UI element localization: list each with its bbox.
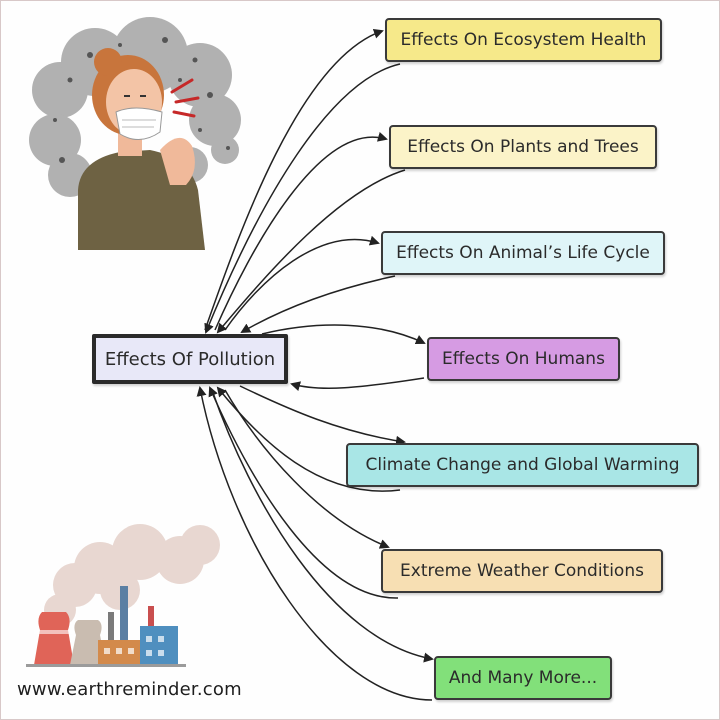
arrow-from-animals [240, 275, 396, 334]
arrow-from-ecosystem [204, 63, 401, 334]
arrow-from-humans [290, 377, 425, 392]
arrow-to-ecosystem [204, 28, 384, 331]
effect-node-plants-and-trees: Effects On Plants and Trees [389, 125, 657, 169]
effect-node-extreme-weather: Extreme Weather Conditions [381, 549, 663, 593]
factory-smoke-icon [26, 524, 220, 667]
arrow-from-weather [208, 386, 399, 599]
center-node-effects-of-pollution: Effects Of Pollution [92, 334, 288, 384]
person-coughing-in-smog-icon [29, 17, 241, 250]
effect-node-ecosystem-health: Effects On Ecosystem Health [385, 18, 662, 62]
arrow-from-plants [216, 169, 406, 334]
arrow-to-humans [261, 324, 426, 345]
arrow-to-plants [214, 131, 388, 331]
footer-website-url[interactable]: www.earthreminder.com [17, 679, 242, 700]
effect-node-humans: Effects On Humans [427, 337, 620, 381]
arrow-to-more [211, 389, 434, 663]
arrow-from-climate [216, 386, 401, 492]
arrow-to-weather [224, 389, 390, 549]
effect-node-and-many-more: And Many More... [434, 656, 612, 700]
arrow-to-animals [224, 235, 380, 331]
effect-node-climate-change: Climate Change and Global Warming [346, 443, 699, 487]
arrow-from-more [196, 386, 433, 701]
effect-node-animals-life-cycle: Effects On Animal’s Life Cycle [381, 231, 665, 275]
arrow-to-climate [239, 385, 406, 446]
